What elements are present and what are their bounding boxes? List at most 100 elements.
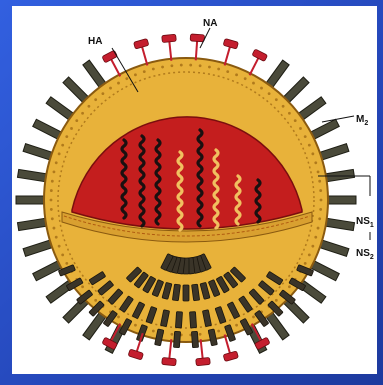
envelope-dot — [53, 171, 56, 174]
envelope-dot — [81, 112, 84, 115]
na-head — [190, 34, 204, 42]
envelope-dot — [288, 285, 291, 288]
m2-leader — [322, 116, 354, 122]
envelope-dot — [235, 324, 238, 327]
envelope-dot — [70, 127, 73, 130]
envelope-dot — [161, 66, 164, 69]
envelope-dot — [65, 135, 68, 138]
envelope-dot — [117, 316, 120, 319]
envelope-dot — [252, 82, 255, 85]
ns1-label-main: NS — [356, 216, 370, 227]
na-spike — [189, 34, 205, 61]
envelope-dot — [53, 227, 56, 230]
ns2-label-main: NS — [356, 248, 370, 259]
envelope-dot — [308, 254, 311, 257]
na-stalk — [225, 46, 231, 65]
envelope-dot — [58, 152, 61, 155]
envelope-dot — [180, 64, 183, 67]
envelope-dot — [101, 92, 104, 95]
m2-label: M2 — [356, 114, 368, 127]
envelope-dot — [311, 245, 314, 248]
envelope-dot — [244, 77, 247, 80]
envelope-dot — [275, 98, 278, 101]
envelope-dot — [294, 119, 297, 122]
na-head — [223, 351, 238, 362]
envelope-dot — [235, 73, 238, 76]
envelope-dot — [314, 236, 317, 239]
envelope-dot — [94, 299, 97, 302]
envelope-dot — [61, 254, 64, 257]
envelope-dot — [50, 199, 53, 202]
envelope-dot — [304, 135, 307, 138]
na-head — [102, 50, 118, 63]
envelope-dot — [134, 73, 137, 76]
m2-label-main: M — [356, 114, 364, 125]
ns1-label: NS1 — [356, 216, 374, 229]
envelope-dot — [217, 330, 220, 333]
envelope-dot — [50, 189, 53, 192]
ns2-label-sub: 2 — [370, 254, 374, 261]
envelope-dot — [134, 324, 137, 327]
envelope-dot — [170, 64, 173, 67]
na-stalk — [201, 339, 203, 359]
na-label: NA — [203, 18, 217, 29]
matrix-bar — [175, 312, 182, 328]
envelope-dot — [199, 333, 202, 336]
envelope-dot — [318, 217, 321, 220]
envelope-dot — [87, 105, 90, 108]
ha-label: HA — [88, 36, 102, 47]
na-stalk — [142, 46, 148, 65]
envelope-dot — [109, 87, 112, 90]
envelope-dot — [317, 227, 320, 230]
envelope-dot — [275, 299, 278, 302]
envelope-dot — [217, 68, 220, 71]
envelope-dot — [319, 189, 322, 192]
envelope-dot — [208, 66, 211, 69]
matrix-bar — [191, 331, 198, 347]
na-head — [223, 39, 238, 50]
ns2-label: NS2 — [356, 248, 374, 261]
envelope-dot — [320, 199, 323, 202]
envelope-dot — [318, 180, 321, 183]
envelope-dot — [199, 64, 202, 67]
na-stalk — [250, 57, 259, 75]
envelope-dot — [58, 245, 61, 248]
envelope-dot — [317, 171, 320, 174]
na-head — [196, 357, 211, 365]
envelope-dot — [75, 119, 78, 122]
envelope-dot — [268, 92, 271, 95]
na-stalk — [111, 59, 120, 77]
envelope-dot — [170, 333, 173, 336]
na-head — [252, 49, 268, 62]
envelope-dot — [117, 82, 120, 85]
envelope-dot — [308, 144, 311, 147]
envelope-dot — [152, 330, 155, 333]
envelope-dot — [252, 316, 255, 319]
na-stalk — [169, 339, 171, 359]
na-stalk — [169, 41, 171, 61]
envelope-dot — [50, 208, 53, 211]
na-head — [134, 39, 149, 50]
envelope-dot — [288, 112, 291, 115]
envelope-dot — [189, 64, 192, 67]
m2-label-sub: 2 — [364, 120, 368, 127]
envelope-dot — [299, 127, 302, 130]
envelope-dot — [311, 152, 314, 155]
matrix-bar — [190, 312, 197, 328]
matrix-bar — [173, 331, 180, 347]
envelope-dot — [314, 161, 317, 164]
envelope-dot — [55, 236, 58, 239]
envelope-dot — [152, 68, 155, 71]
na-stalk — [196, 40, 197, 60]
envelope-dot — [51, 180, 54, 183]
envelope-dot — [304, 262, 307, 265]
envelope-dot — [226, 70, 229, 73]
rna-strand — [156, 140, 160, 224]
envelope-dot — [94, 98, 97, 101]
na-head — [128, 349, 143, 360]
envelope-dot — [125, 77, 128, 80]
envelope-dot — [143, 70, 146, 73]
na-head — [162, 34, 177, 42]
envelope-dot — [319, 208, 322, 211]
